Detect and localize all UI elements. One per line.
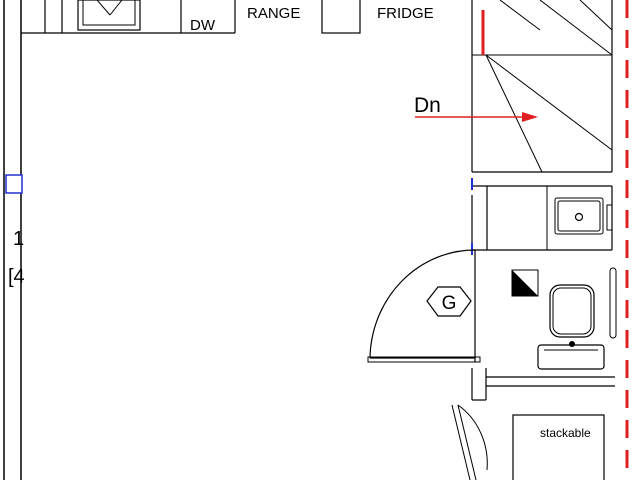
toilet bbox=[537, 284, 605, 370]
floor-drain-symbol bbox=[511, 269, 539, 297]
window-marker bbox=[5, 174, 23, 194]
flush-icon bbox=[569, 341, 575, 347]
stairs-direction-arrow bbox=[415, 112, 538, 122]
sink bbox=[77, 0, 141, 31]
left-dimension-text-2: [4 bbox=[8, 266, 25, 288]
stairs-direction-label: Dn bbox=[414, 94, 441, 117]
left-exterior-wall bbox=[3, 0, 23, 480]
fridge-label: FRIDGE bbox=[377, 5, 434, 22]
dw-label: DW bbox=[190, 17, 216, 34]
door-swing bbox=[367, 249, 481, 363]
gas-symbol bbox=[426, 286, 472, 317]
bathroom-walls bbox=[471, 178, 613, 255]
gas-symbol-label: G bbox=[442, 293, 457, 314]
bathroom-sink bbox=[554, 197, 613, 235]
range-label: RANGE bbox=[247, 5, 300, 22]
left-dimension-text-1: 1 bbox=[13, 228, 24, 250]
staircase bbox=[471, 0, 613, 173]
towel-bar bbox=[609, 267, 617, 339]
drain-icon bbox=[574, 212, 584, 222]
laundry-walls bbox=[451, 368, 615, 480]
stackable-label: stackable bbox=[540, 426, 591, 440]
fridge bbox=[321, 0, 361, 34]
kitchen-counter: DW bbox=[21, 0, 236, 34]
stackable-washer-dryer bbox=[512, 414, 605, 480]
